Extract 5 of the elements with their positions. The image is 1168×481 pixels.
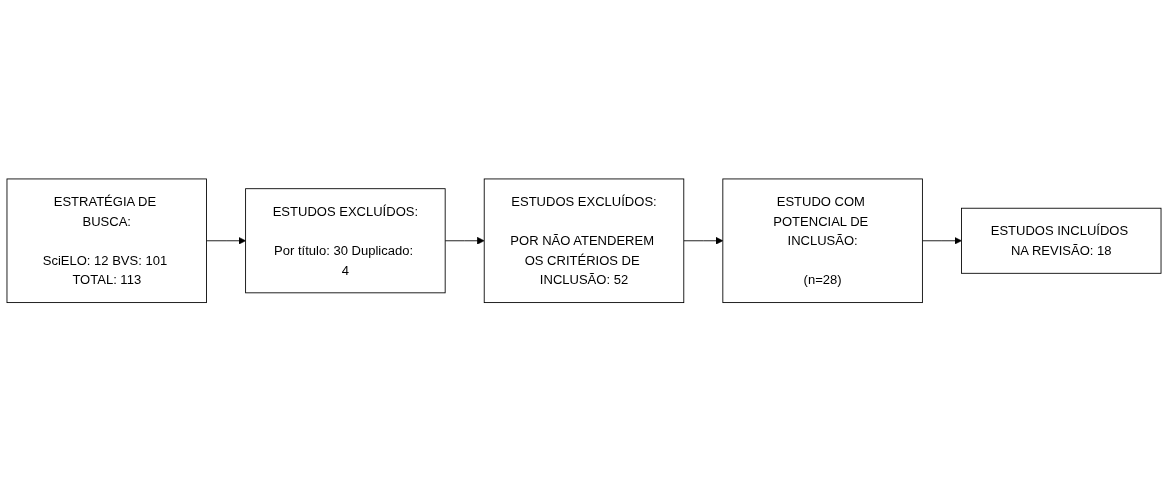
node-box: ESTRATÉGIA DE BUSCA: SciELO: 12 BVS: 101 TOTAL: 113 — [6, 178, 207, 303]
node-box: ESTUDOS EXCLUÍDOS: Por título: 30 Duplicado: 4 — [245, 188, 446, 293]
node-box: ESTUDOS EXCLUÍDOS: POR NÃO ATENDEREM OS CRITÉRIOS DE INCLUSÃO: 52 — [483, 178, 685, 303]
node-box: ESTUDO COM POTENCIAL DE INCLUSÃO: (n=28) — [722, 178, 923, 303]
node-box: ESTUDOS INCLUÍDOS NA REVISÃO: 18 — [961, 207, 1162, 274]
